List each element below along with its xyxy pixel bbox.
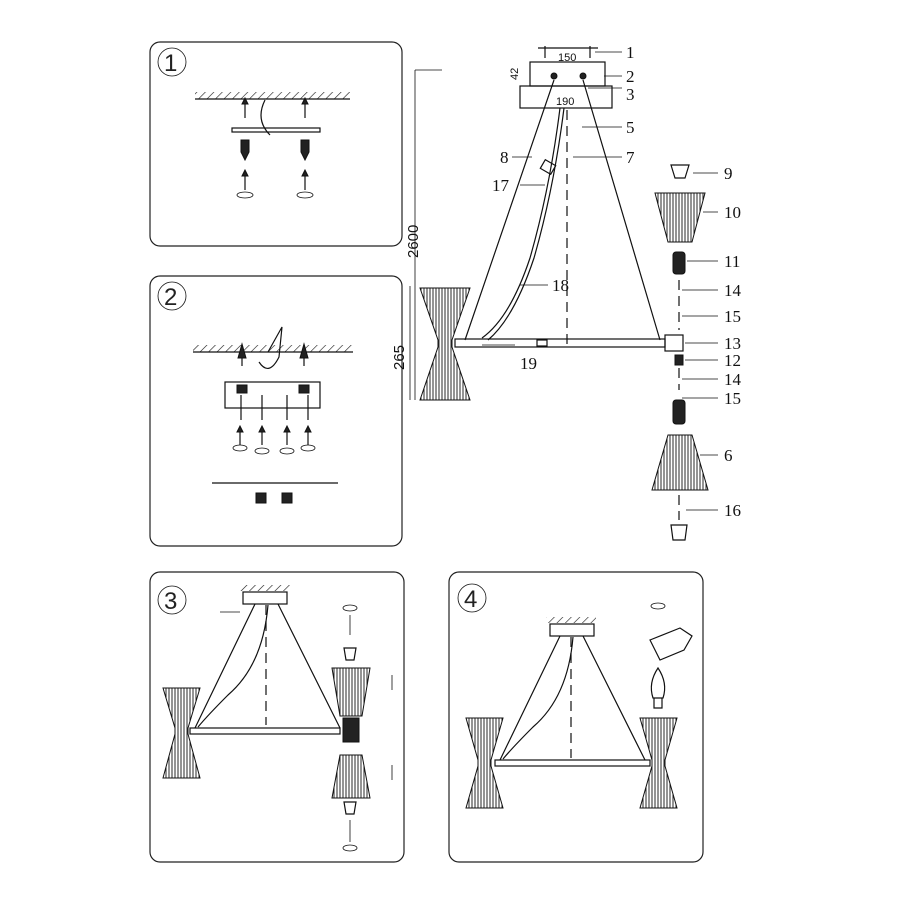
step-badge [157,47,187,77]
callout-label: 2 [626,67,635,86]
callout-label: 17 [492,176,510,195]
lamp-socket [672,251,686,275]
step-1-panel: 1 [149,41,403,247]
main-exploded-view: 150 42 190 2600 265 [391,46,709,541]
callout-label: 14 [724,281,742,300]
step-3-panel: 3 [149,571,405,863]
callout-label: 15 [724,307,741,326]
mounting-plate [224,381,321,409]
bulb-icon [650,666,666,709]
dimension-total-height: 2600 [405,225,422,258]
callout-label: 7 [626,148,635,167]
dimension-canopy-height: 42 [509,68,521,80]
dimension-plate-width: 190 [556,96,574,108]
callout-label: 18 [552,276,569,295]
callout-label: 8 [500,148,509,167]
callout-label: 10 [724,203,741,222]
ceiling [195,92,350,99]
callout-label: 6 [724,446,733,465]
step-number: 1 [164,50,177,77]
callouts: 1 2 3 5 7 8 17 18 19 9 10 11 14 15 13 12… [482,43,742,520]
callout-label: 16 [724,501,741,520]
callout-label: 14 [724,370,742,389]
callout-label: 9 [724,164,733,183]
step-number: 4 [464,586,477,613]
step-number: 2 [164,284,177,311]
callout-label: 3 [626,85,635,104]
callout-label: 5 [626,118,635,137]
hand-icon [649,627,693,661]
double-shade [419,287,471,401]
lower-shade [651,434,709,491]
screw-icon [240,139,310,162]
part-9 [670,164,690,179]
ceiling-plate [519,85,613,109]
suspension-cables [464,79,661,341]
callout-label: 12 [724,351,741,370]
dimension-canopy-width: 150 [558,52,576,64]
canopy [529,61,606,87]
step-number: 3 [164,588,177,615]
callout-label: 19 [520,354,537,373]
callout-label: 15 [724,389,741,408]
dimension-shade-height: 265 [391,345,408,370]
callout-label: 1 [626,43,635,62]
callout-label: 13 [724,334,741,353]
step-2-panel: 2 [149,275,403,547]
arm-bar [454,338,666,348]
callout-label: 11 [724,252,740,271]
upper-shade [654,192,706,243]
step-4-panel: 4 [448,571,704,863]
